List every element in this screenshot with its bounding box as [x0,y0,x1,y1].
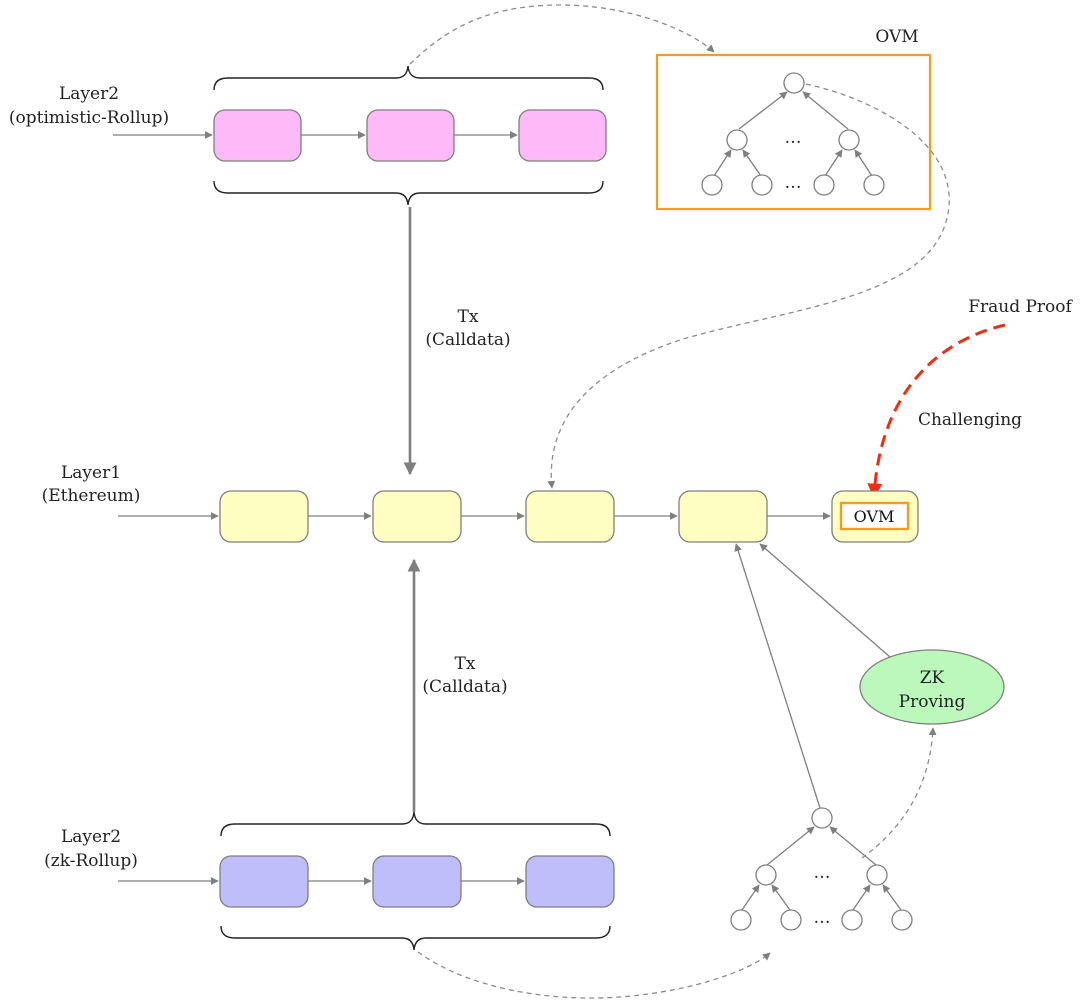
ovm-state-tree: … … [701,72,885,196]
zk-bottom-brace [220,925,611,951]
l1-block-1 [219,490,309,543]
l1-block-2 [372,490,462,543]
tx-bottom-label-line1: Tx [455,654,476,674]
optimistic-block-2 [366,109,455,162]
tx-top-label-line1: Tx [458,307,479,327]
zk-tree-ellipsis-mid: … [814,863,831,883]
fraud-proof-label: Fraud Proof [968,297,1073,317]
ovm-tree-leaf-node [701,174,723,196]
zk-block-1 [219,855,309,908]
zk-proving-group: ZK Proving [759,543,1005,725]
zk-to-tree-dashed-arrow [417,951,771,999]
fraud-proof-arrow [867,323,1006,499]
optimistic-bottom-brace [213,180,604,206]
zk-tree-to-l1-arrow [734,543,821,809]
zk-tree-root-node [811,807,833,829]
ovm-badge-frame [839,501,910,531]
l1-block-4 [678,490,768,543]
optimistic-layer-detail: (optimistic-Rollup) [9,108,169,128]
optimistic-block-3 [518,109,607,162]
optimistic-top-brace [213,65,604,91]
zk-tree-leaf-node [730,909,752,931]
zk-tree-to-proving-dashed-arrow [861,727,937,859]
challenging-label: Challenging [918,410,1022,430]
zk-block-3 [525,855,615,908]
zk-rollup-row: Layer2 (zk-Rollup) [44,811,771,999]
zk-block-2 [372,855,462,908]
ovm-panel-frame [655,53,932,211]
ovm-to-l1-dashed-arrow [547,83,950,489]
tx-bottom-label-line2: (Calldata) [422,677,507,697]
ovm-tree-leaf-node [863,174,885,196]
zk-proving-line2: Proving [899,692,966,712]
optimistic-rollup-row: Layer2 (optimistic-Rollup) [9,65,607,206]
ovm-badge-label: OVM [854,507,895,526]
zk-proving-line1: ZK [920,668,945,688]
zk-proving-node [859,649,1005,725]
layer1-row: Layer1 (Ethereum) OVM [42,463,919,543]
tx-top-link: Tx (Calldata) [403,207,511,476]
ovm-tree-ellipsis-mid: … [785,128,802,148]
ovm-tree-root-node [783,72,805,94]
tx-bottom-link: Tx (Calldata) [407,558,508,812]
zk-top-brace [220,811,611,837]
l1-layer-name: Layer1 [61,463,121,483]
zk-layer-name: Layer2 [61,827,121,847]
zk-tree-leaf-node [891,909,913,931]
ovm-tree-mid-node [838,129,860,151]
ovm-tree-leaf-node [813,174,835,196]
fraud-proof-group: Fraud Proof Challenging [867,297,1074,499]
zk-proving-to-l1-arrow [759,543,891,658]
zk-tree-mid-node [755,864,777,886]
l1-block-3 [525,490,615,543]
tx-top-label-line2: (Calldata) [425,330,510,350]
zk-state-tree: … … [730,543,937,931]
zk-tree-ellipsis-leaves: … [814,908,831,928]
optimistic-block-1 [213,109,302,162]
ovm-tree-mid-node [726,129,748,151]
zk-tree-leaf-node [841,909,863,931]
zk-layer-detail: (zk-Rollup) [44,851,138,871]
zk-tree-leaf-node [780,909,802,931]
ovm-panel: OVM … … [655,27,932,211]
ovm-tree-ellipsis-leaves: … [785,173,802,193]
optimistic-to-ovm-dashed-arrow [409,4,715,65]
optimistic-layer-name: Layer2 [59,84,119,104]
l1-layer-detail: (Ethereum) [42,486,141,506]
ovm-tree-leaf-node [751,174,773,196]
zk-tree-mid-node [866,864,888,886]
ovm-panel-title: OVM [875,27,918,47]
